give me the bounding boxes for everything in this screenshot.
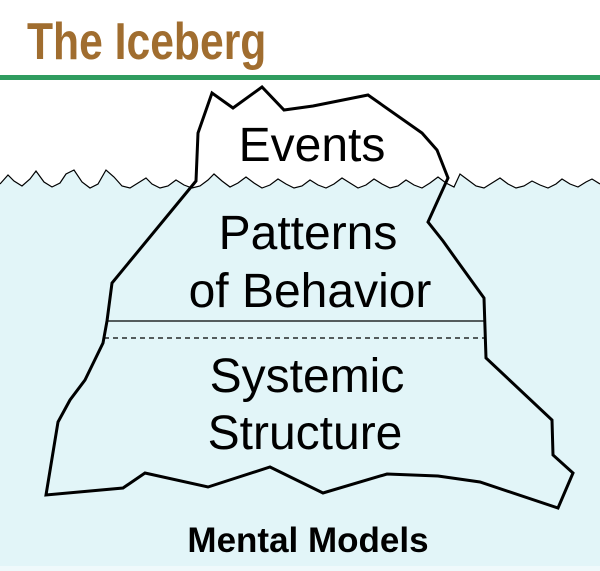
slide-title: The Iceberg: [27, 13, 267, 71]
waterline-wave: [0, 169, 600, 189]
iceberg-outline: [44, 85, 575, 510]
bottom-edge-strip: [0, 566, 600, 571]
title-divider-line: [0, 75, 600, 80]
water-fill: [0, 170, 600, 571]
